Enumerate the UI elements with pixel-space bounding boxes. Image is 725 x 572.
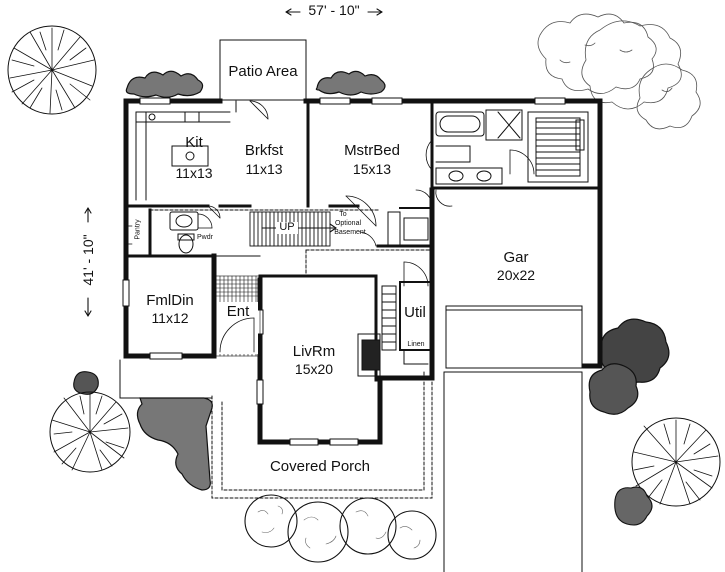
depth-dimension-arrows: [84, 207, 92, 317]
garage-name: Gar: [503, 249, 529, 266]
entry-label: Ent: [226, 303, 250, 320]
shrub-top-left: [125, 70, 204, 98]
shrub-bottom-right: [614, 486, 653, 526]
shrub-left-small: [73, 371, 99, 395]
garage-size: 20x22: [496, 267, 536, 283]
width-dimension-label: 57' - 10": [308, 2, 360, 18]
powder-room: [169, 211, 213, 254]
utility: [381, 261, 429, 365]
basement-note-line1: To: [339, 211, 347, 218]
patio-label: Patio Area: [228, 63, 298, 80]
driveway: [443, 371, 583, 572]
doors: [125, 100, 433, 245]
shrub-top-center: [315, 70, 386, 96]
fireplace: [357, 333, 381, 377]
covered-porch-label: Covered Porch: [269, 458, 371, 475]
living-room-size: 15x20: [294, 361, 334, 377]
family-dining-size: 11x12: [151, 310, 189, 326]
shrub-bottom-left-l: [136, 397, 213, 491]
kitchen-size: 11x13: [175, 165, 213, 181]
basement-note-line3: Basement: [334, 229, 366, 236]
pantry-label: Pantry: [134, 219, 142, 240]
kitchen-cabinets: [135, 111, 231, 201]
master-bed-size: 15x13: [352, 161, 392, 177]
covered-porch-outline: [211, 367, 433, 499]
shrub-right-garage: [588, 318, 670, 415]
shrubs-front: [244, 494, 437, 563]
width-dimension-arrows: [285, 8, 383, 16]
tree-top-left: [7, 25, 97, 115]
tree-bottom-left: [49, 391, 131, 473]
linen-label: Linen: [407, 341, 425, 348]
kitchen-island: [171, 145, 209, 167]
patio-area: [219, 39, 307, 101]
utility-label: Util: [404, 304, 426, 321]
breakfast-size: 11x13: [245, 161, 283, 177]
family-dining-name: FmlDin: [146, 292, 194, 309]
garage: [445, 305, 583, 369]
breakfast-name: Brkfst: [244, 142, 284, 159]
master-bath: [435, 109, 589, 185]
stairs-up-label: UP: [276, 221, 298, 234]
porch-steps: [119, 359, 213, 399]
entry-tile: [215, 275, 261, 357]
kitchen-name: Kit: [185, 134, 203, 151]
interior-walls: [124, 99, 434, 382]
living-room-name: LivRm: [292, 343, 336, 360]
powder-label: Pwdr: [197, 234, 213, 241]
trees-top-right: [537, 13, 701, 130]
tree-bottom-right: [631, 417, 721, 507]
master-bed-name: MstrBed: [344, 142, 400, 159]
basement-note-line2: Optional: [334, 220, 362, 227]
depth-dimension-label: 41' - 10": [80, 234, 96, 286]
hall-bath: [345, 189, 453, 247]
